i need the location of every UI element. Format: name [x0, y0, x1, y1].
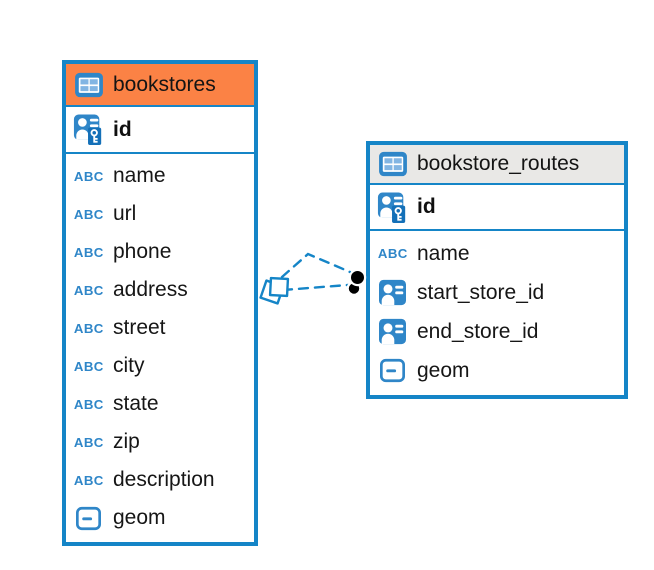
- text-type-icon: ABC: [73, 283, 104, 298]
- column-name: street: [113, 316, 166, 339]
- text-type-icon: ABC: [73, 397, 104, 412]
- table-header-bookstores[interactable]: bookstores: [66, 64, 254, 107]
- text-type-icon: ABC: [73, 207, 104, 222]
- table-title: bookstores: [113, 72, 216, 96]
- svg-text:ABC: ABC: [74, 397, 104, 412]
- svg-text:ABC: ABC: [74, 321, 104, 336]
- column-row-state[interactable]: ABC state: [66, 385, 254, 423]
- geometry-type-icon: [377, 358, 408, 383]
- column-row-start_store_id[interactable]: start_store_id: [370, 273, 624, 312]
- primary-key-row[interactable]: id: [66, 107, 254, 154]
- primary-key-name: id: [113, 117, 132, 141]
- column-row-end_store_id[interactable]: end_store_id: [370, 312, 624, 351]
- column-name: description: [113, 468, 215, 491]
- column-row-description[interactable]: ABC description: [66, 461, 254, 499]
- column-name: zip: [113, 430, 140, 453]
- table-title: bookstore_routes: [417, 152, 580, 175]
- text-type-icon: ABC: [73, 169, 104, 184]
- column-name: address: [113, 278, 188, 301]
- column-row-name[interactable]: ABC name: [370, 234, 624, 273]
- relationship-line-lower[interactable]: [281, 283, 350, 292]
- column-name: phone: [113, 240, 172, 263]
- column-name: name: [113, 164, 166, 187]
- primary-key-icon: [377, 191, 408, 224]
- text-type-icon: ABC: [73, 245, 104, 260]
- column-name: geom: [417, 358, 470, 382]
- column-row-geom[interactable]: geom: [66, 499, 254, 537]
- svg-text:ABC: ABC: [74, 435, 104, 450]
- table-icon: [73, 72, 104, 98]
- text-type-icon: ABC: [73, 321, 104, 336]
- text-type-icon: ABC: [73, 435, 104, 450]
- text-type-icon: ABC: [377, 246, 408, 261]
- primary-key-row[interactable]: id: [370, 185, 624, 231]
- text-type-icon: ABC: [73, 359, 104, 374]
- reference-type-icon: [377, 318, 408, 345]
- column-name: start_store_id: [417, 280, 545, 304]
- svg-text:ABC: ABC: [74, 245, 104, 260]
- svg-text:ABC: ABC: [378, 246, 408, 261]
- svg-text:ABC: ABC: [74, 473, 104, 488]
- column-name: state: [113, 392, 159, 415]
- table-header-bookstore-routes[interactable]: bookstore_routes: [370, 145, 624, 185]
- column-name: end_store_id: [417, 319, 539, 343]
- column-row-name[interactable]: ABC name: [66, 157, 254, 195]
- entity-table-bookstore-routes[interactable]: bookstore_routes id ABC name start_store_i…: [366, 141, 628, 399]
- column-row-geom[interactable]: geom: [370, 351, 624, 390]
- relationship-target-dot-marker: [346, 268, 367, 296]
- column-row-street[interactable]: ABC street: [66, 309, 254, 347]
- column-row-city[interactable]: ABC city: [66, 347, 254, 385]
- column-name: url: [113, 202, 137, 225]
- column-row-zip[interactable]: ABC zip: [66, 423, 254, 461]
- primary-key-icon: [73, 113, 104, 146]
- relationship-source-diamond-marker: [259, 276, 290, 305]
- reference-type-icon: [377, 279, 408, 306]
- svg-text:ABC: ABC: [74, 359, 104, 374]
- svg-text:ABC: ABC: [74, 169, 104, 184]
- geometry-type-icon: [73, 506, 104, 531]
- relationship-line-upper[interactable]: [280, 252, 352, 279]
- relationship-lines[interactable]: [280, 252, 352, 292]
- table-icon: [377, 151, 408, 177]
- svg-text:ABC: ABC: [74, 283, 104, 298]
- column-row-url[interactable]: ABC url: [66, 195, 254, 233]
- primary-key-name: id: [417, 195, 436, 218]
- column-name: geom: [113, 506, 166, 529]
- column-row-address[interactable]: ABC address: [66, 271, 254, 309]
- column-name: city: [113, 354, 145, 377]
- text-type-icon: ABC: [73, 473, 104, 488]
- column-name: name: [417, 241, 470, 265]
- svg-text:ABC: ABC: [74, 207, 104, 222]
- column-row-phone[interactable]: ABC phone: [66, 233, 254, 271]
